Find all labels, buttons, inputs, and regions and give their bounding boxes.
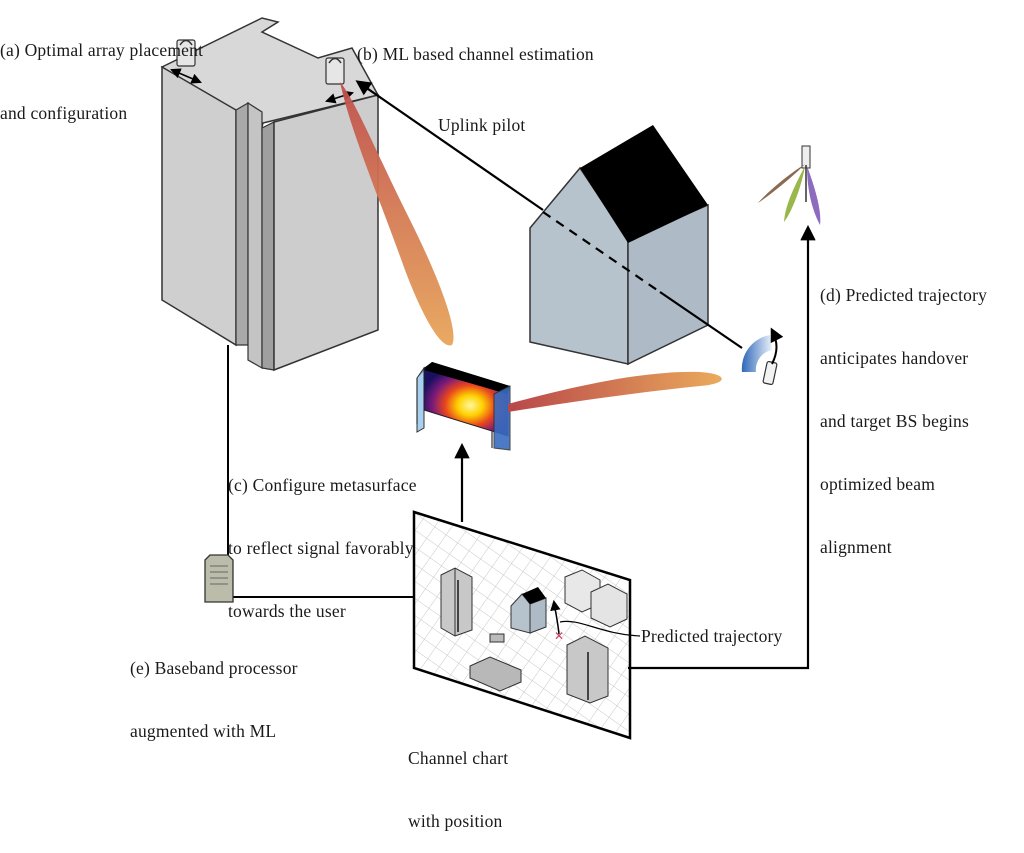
chart-cube-2 — [590, 583, 628, 628]
building-notch — [235, 101, 249, 346]
target-base-station — [758, 145, 821, 225]
label-a-line-1: (a) Optimal array placement — [0, 40, 204, 60]
label-c-line-1: (c) Configure metasurface — [228, 475, 417, 495]
label-e-line-2: augmented with ML — [130, 721, 277, 741]
user-equipment — [741, 327, 784, 386]
label-d-line-1: (d) Predicted trajectory — [820, 285, 988, 305]
label-d: (d) Predicted trajectory anticipates han… — [820, 243, 987, 579]
uplink-pilot-arrow — [355, 80, 544, 211]
label-d-line-2: anticipates handover — [820, 348, 969, 368]
downlink-beam — [340, 82, 454, 346]
building-right-face — [273, 94, 379, 372]
target-beam-1 — [758, 164, 805, 203]
diagram-canvas: ✕ — [160, 17, 821, 740]
chart-low-building — [469, 656, 522, 692]
chart-building-2 — [566, 635, 609, 704]
trajectory-leader-line — [559, 620, 641, 637]
label-d-line-5: alignment — [820, 537, 892, 557]
label-d-line-4: optimized beam — [820, 474, 936, 494]
label-c-line-2: to reflect signal favorably — [228, 538, 414, 558]
uplink-pilot-line — [659, 291, 743, 349]
label-predicted-trajectory: Predicted trajectory — [641, 626, 783, 646]
label-c-line-3: towards the user — [228, 601, 346, 621]
label-chart-line-2: with position — [408, 811, 503, 831]
metasurface — [416, 362, 511, 451]
chart-car — [489, 633, 505, 643]
phone-icon — [762, 360, 778, 386]
handover-arrow — [628, 224, 816, 670]
target-beam-2 — [784, 166, 805, 222]
target-beam-3 — [807, 166, 821, 225]
label-a: (a) Optimal array placement and configur… — [0, 0, 203, 145]
reflected-beam — [508, 371, 722, 412]
position-marker: ✕ — [554, 629, 564, 643]
ue-movement-arrow — [770, 327, 784, 365]
channel-chart: ✕ — [412, 510, 641, 740]
house-roof — [580, 125, 708, 243]
label-b: (b) ML based channel estimation — [357, 44, 594, 64]
uplink-blocked-path — [542, 211, 661, 293]
chart-building-1 — [440, 567, 473, 637]
label-a-line-2: and configuration — [0, 103, 128, 123]
base-station-building — [160, 17, 380, 372]
label-c: (c) Configure metasurface to reflect sig… — [228, 433, 417, 643]
label-chart-line-1: Channel chart — [408, 748, 509, 768]
label-e: (e) Baseband processor augmented with ML — [130, 616, 298, 763]
label-e-line-1: (e) Baseband processor — [130, 658, 298, 678]
chart-house — [510, 587, 547, 634]
ue-receive-arc — [741, 335, 772, 372]
label-channel-chart: Channel chart with position — [408, 706, 508, 853]
antenna-array-left — [170, 39, 202, 84]
label-uplink-pilot: Uplink pilot — [438, 115, 526, 135]
baseband-processor-server-icon — [204, 554, 234, 603]
antenna-array-right — [324, 57, 355, 104]
house-obstacle — [529, 125, 709, 366]
predicted-trajectory-path — [550, 599, 561, 635]
label-d-line-3: and target BS begins — [820, 411, 970, 431]
